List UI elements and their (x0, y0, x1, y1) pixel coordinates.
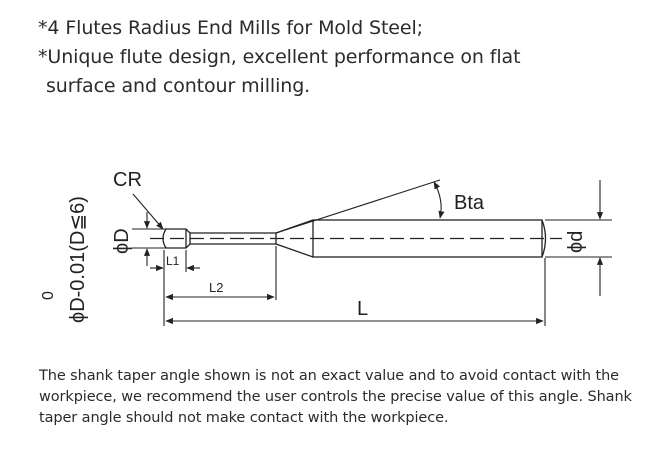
phi-d-small-dimension (132, 212, 166, 266)
disclaimer-note: The shank taper angle shown is not an ex… (39, 368, 632, 426)
feature-text: *4 Flutes Radius End Mills for Mold Stee… (38, 17, 423, 39)
feature-item-flutes: *4 Flutes Radius End Mills for Mold Stee… (38, 14, 520, 43)
feature-text: *Unique flute design, excellent performa… (38, 46, 521, 68)
cr-label: CR (113, 169, 142, 191)
l2-label: L2 (209, 280, 223, 295)
shank-end-chamfer (541, 219, 547, 258)
phi-d-small-label: ϕD (111, 228, 133, 254)
l-label: L (357, 298, 368, 320)
tolerance-superscript: 0 (40, 291, 57, 300)
feature-text-continued: surface and contour milling. (46, 75, 311, 97)
cr-leader (132, 193, 164, 230)
bta-arc (433, 181, 445, 219)
phi-d-shank-dimension (545, 180, 612, 296)
tolerance-label: ϕD-0.01(D≦6) (67, 196, 89, 323)
neck (190, 232, 276, 245)
feature-item-design: *Unique flute design, excellent performa… (38, 43, 521, 101)
taper-extension-line (275, 179, 441, 234)
shank (312, 219, 543, 258)
bta-label: Bta (454, 192, 485, 214)
l1-label: L1 (166, 254, 180, 268)
feature-list: *4 Flutes Radius End Mills for Mold Stee… (38, 14, 521, 101)
phi-d-shank-label: ϕd (565, 231, 587, 253)
